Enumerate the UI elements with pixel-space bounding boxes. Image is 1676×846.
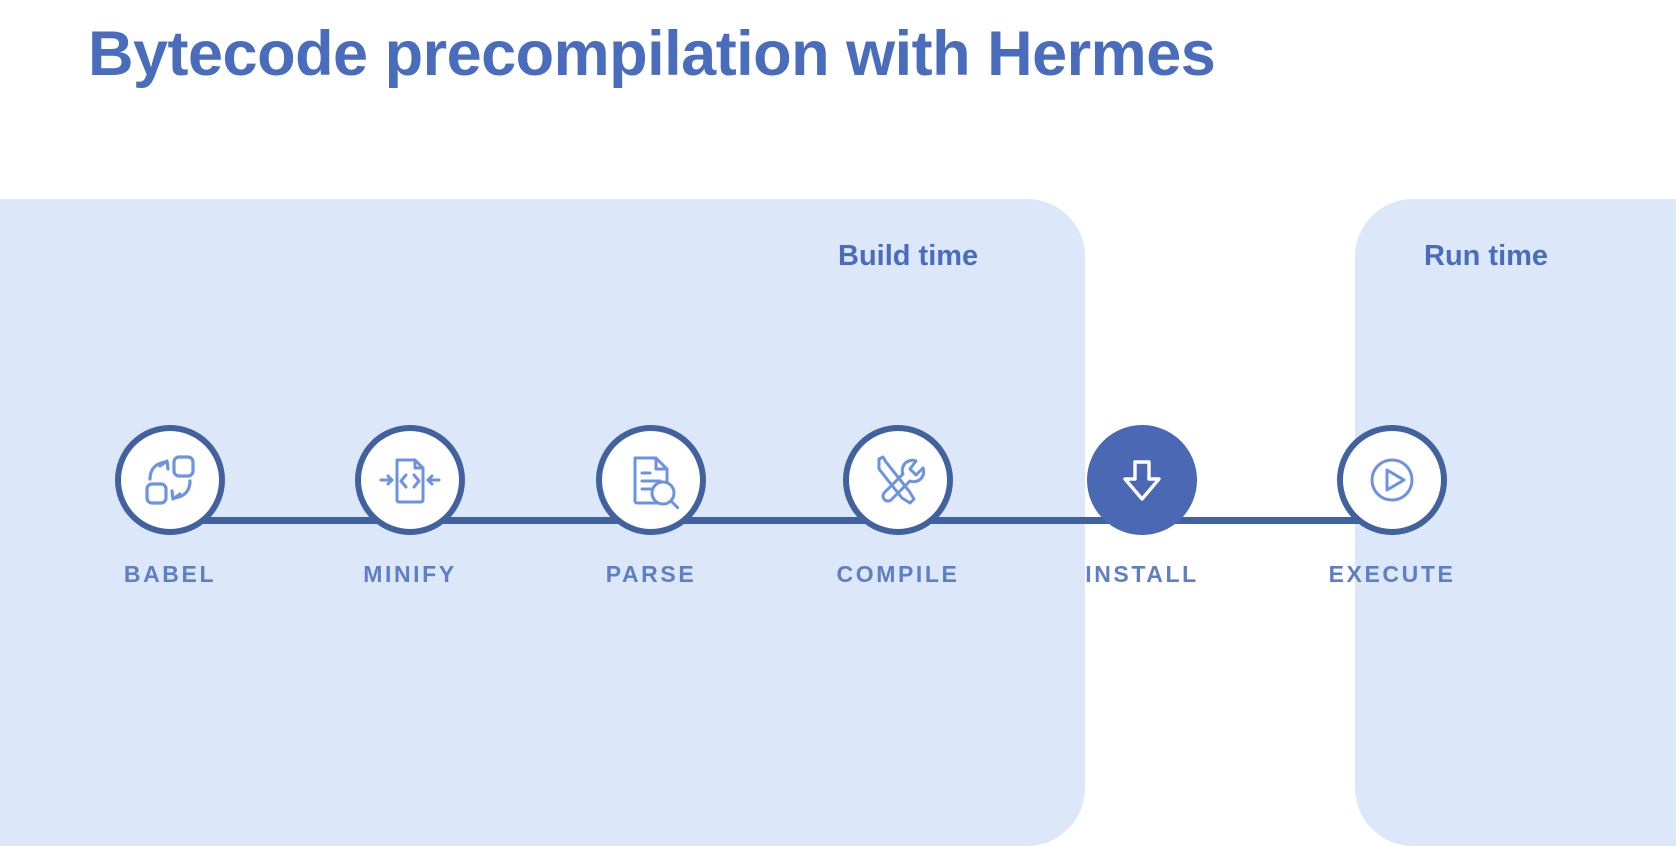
step-label-execute: EXECUTE: [1328, 561, 1456, 587]
page-title: Bytecode precompilation with Hermes: [88, 19, 1216, 89]
phase-label-build-time: Build time: [838, 240, 979, 272]
step-label-compile: COMPILE: [836, 561, 960, 587]
transform-squares-arrows-icon: [141, 451, 199, 509]
step-icon-circle-execute[interactable]: [1337, 425, 1447, 535]
step-icon-circle-compile[interactable]: [843, 425, 953, 535]
step-icon-circle-install[interactable]: [1087, 425, 1197, 535]
pipeline-step-minify[interactable]: MINIFY: [315, 425, 505, 588]
pipeline-step-parse[interactable]: PARSE: [556, 425, 746, 588]
pipeline-step-babel[interactable]: BABEL: [75, 425, 265, 588]
pipeline-step-install[interactable]: INSTALL: [1047, 425, 1237, 588]
play-circle-icon: [1364, 452, 1420, 508]
download-arrow-icon: [1116, 454, 1168, 506]
screwdriver-wrench-icon: [869, 451, 927, 509]
document-magnifier-icon: [623, 451, 679, 509]
pipeline-step-execute[interactable]: EXECUTE: [1297, 425, 1487, 588]
step-icon-circle-parse[interactable]: [596, 425, 706, 535]
step-label-babel: BABEL: [123, 561, 217, 587]
step-label-install: INSTALL: [1085, 561, 1199, 587]
step-label-minify: MINIFY: [363, 561, 457, 587]
step-label-parse: PARSE: [605, 561, 697, 587]
document-code-compress-icon: [379, 451, 441, 509]
phase-label-run-time: Run time: [1424, 240, 1549, 272]
pipeline-step-compile[interactable]: COMPILE: [803, 425, 993, 588]
pipeline-connector-line: [168, 517, 1392, 524]
step-icon-circle-minify[interactable]: [355, 425, 465, 535]
step-icon-circle-babel[interactable]: [115, 425, 225, 535]
